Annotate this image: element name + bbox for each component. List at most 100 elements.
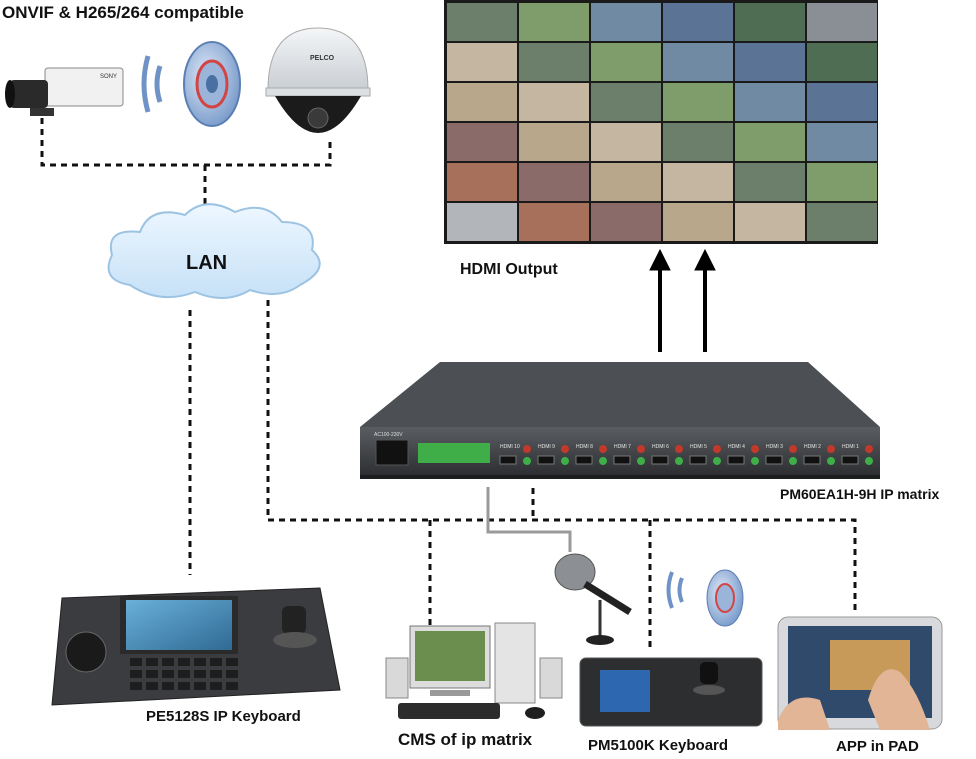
hdmi-output-label: HDMI Output — [460, 261, 558, 278]
ip-keyboard-label: PE5128S IP Keyboard — [146, 708, 301, 725]
audio-port-red — [865, 445, 873, 453]
cms-label: CMS of ip matrix — [398, 730, 533, 749]
matrix-device: AC100-230V HDMI 10 HDMI 9 HDMI 8 HDMI 7 HDMI… — [360, 362, 880, 479]
video-wall — [444, 0, 878, 244]
video-tile — [663, 123, 733, 161]
video-tile — [447, 203, 517, 241]
audio-port-green — [827, 457, 835, 465]
video-tile — [519, 83, 589, 121]
video-tile — [519, 123, 589, 161]
hdmi-port-label: HDMI 4 — [728, 444, 745, 450]
video-tile — [807, 163, 877, 201]
audio-port-red — [561, 445, 569, 453]
video-tile — [663, 43, 733, 81]
video-tile — [591, 163, 661, 201]
audio-port-green — [865, 457, 873, 465]
video-tile — [591, 83, 661, 121]
camera-link — [40, 118, 332, 167]
video-tile — [447, 43, 517, 81]
audio-port-green — [561, 457, 569, 465]
diagram-title: ONVIF & H265/264 compatible — [2, 3, 244, 22]
audio-port-red — [789, 445, 797, 453]
hdmi-port — [803, 455, 821, 465]
hdmi-port-label: HDMI 1 — [842, 444, 859, 450]
video-tile — [519, 203, 589, 241]
pm-keyboard-label: PM5100K Keyboard — [588, 737, 729, 754]
audio-port-green — [523, 457, 531, 465]
hdmi-port — [841, 455, 859, 465]
audio-port-red — [637, 445, 645, 453]
audio-port-red — [827, 445, 835, 453]
video-tile — [663, 203, 733, 241]
video-tile — [591, 123, 661, 161]
audio-port-green — [675, 457, 683, 465]
audio-port-green — [637, 457, 645, 465]
video-tile — [735, 203, 805, 241]
hdmi-port-label: HDMI 8 — [576, 444, 593, 450]
video-tile — [447, 163, 517, 201]
hdmi-port-label: HDMI 2 — [804, 444, 821, 450]
dome-camera: PELCO — [265, 27, 371, 133]
audio-port-red — [675, 445, 683, 453]
video-tile — [663, 83, 733, 121]
video-tile — [807, 203, 877, 241]
hdmi-port-label: HDMI 5 — [690, 444, 707, 450]
dome-brand: PELCO — [310, 55, 335, 62]
audio-port-red — [713, 445, 721, 453]
video-tile — [807, 123, 877, 161]
app-label: APP in PAD — [836, 738, 919, 755]
hdmi-port — [575, 455, 593, 465]
hdmi-port-label: HDMI 3 — [766, 444, 783, 450]
hdmi-port — [613, 455, 631, 465]
speaker-icon-small — [666, 569, 744, 627]
microphone — [554, 553, 632, 645]
speaker-icon — [141, 41, 241, 127]
video-tile — [735, 123, 805, 161]
pm-keyboard-device — [579, 657, 763, 727]
audio-port-red — [751, 445, 759, 453]
camera-brand: SONY — [100, 74, 117, 80]
video-tile — [447, 3, 517, 41]
power-label: AC100-230V — [374, 432, 403, 438]
video-tile — [663, 163, 733, 201]
video-tile — [735, 83, 805, 121]
tablet-device — [777, 616, 943, 730]
matrix-label: PM60EA1H-9H IP matrix — [780, 486, 940, 502]
hdmi-port-label: HDMI 10 — [500, 444, 520, 450]
video-tile — [807, 83, 877, 121]
hdmi-port — [727, 455, 745, 465]
video-tile — [735, 3, 805, 41]
audio-port-green — [751, 457, 759, 465]
lan-label: LAN — [186, 252, 228, 274]
video-tile — [735, 43, 805, 81]
video-tile — [447, 123, 517, 161]
audio-port-green — [599, 457, 607, 465]
hdmi-port — [765, 455, 783, 465]
video-tile — [807, 43, 877, 81]
microphone-cable — [486, 487, 572, 552]
hdmi-port-label: HDMI 7 — [614, 444, 631, 450]
hdmi-port — [689, 455, 707, 465]
video-tile — [519, 43, 589, 81]
box-camera: SONY — [5, 67, 124, 116]
hdmi-port — [651, 455, 669, 465]
video-tile — [663, 3, 733, 41]
audio-port-green — [789, 457, 797, 465]
hdmi-port-label: HDMI 6 — [652, 444, 669, 450]
audio-port-red — [599, 445, 607, 453]
ip-keyboard-device — [51, 587, 341, 706]
video-tile — [519, 163, 589, 201]
hdmi-arrows — [649, 248, 716, 352]
video-tile — [807, 3, 877, 41]
audio-port-red — [523, 445, 531, 453]
hdmi-port — [537, 455, 555, 465]
hdmi-port-label: HDMI 9 — [538, 444, 555, 450]
video-tile — [591, 203, 661, 241]
audio-port-green — [713, 457, 721, 465]
video-tile — [519, 3, 589, 41]
video-tile — [447, 83, 517, 121]
lan-to-network-bus-link — [266, 300, 857, 615]
lan-cloud — [107, 203, 321, 299]
